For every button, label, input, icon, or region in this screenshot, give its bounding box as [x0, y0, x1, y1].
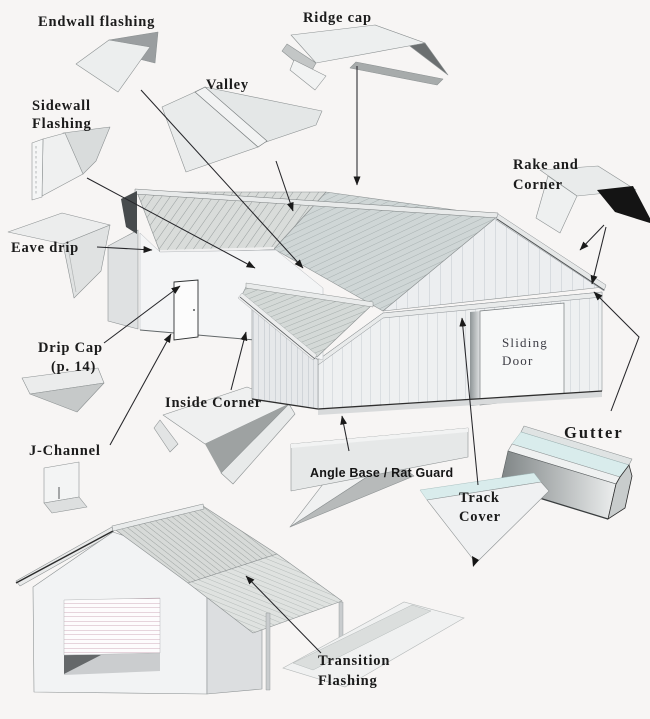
arrow-valley — [275, 160, 294, 212]
piece-endwall-flashing — [75, 31, 159, 93]
ridge-cap-flange-white — [289, 59, 327, 91]
transition-sheet — [282, 601, 465, 688]
piece-angle-base — [289, 427, 469, 528]
sidewall-left-leg — [31, 138, 44, 201]
label-sidewall-flashing-1: Sidewall — [32, 98, 91, 114]
arrow-transition-flashing — [245, 575, 322, 654]
label-rake-and-corner-2: Corner — [513, 177, 563, 193]
gable-rake-band — [495, 213, 607, 292]
label-endwall-flashing: Endwall flashing — [38, 14, 155, 30]
piece-rake-and-corner — [535, 165, 650, 234]
arrow-track-cover — [459, 317, 479, 486]
base-band-right — [318, 391, 602, 415]
gutter-end-cap — [607, 464, 633, 520]
eave-drip-fold-line — [67, 246, 77, 293]
label-gutter: Gutter — [564, 423, 624, 442]
arrow-eave-drip — [96, 246, 153, 254]
gable-rake-line — [496, 218, 605, 291]
garage-roll-up-door — [63, 597, 161, 656]
eave-drip-face — [62, 224, 111, 299]
piece-ridge-cap — [281, 24, 449, 91]
inside-corner-dark-fold — [205, 404, 289, 473]
base-trim-line-right — [317, 390, 603, 410]
walk-door-knob — [193, 309, 195, 311]
left-end-wall — [107, 229, 139, 330]
j-channel-flange — [43, 496, 88, 514]
label-transition-flashing-2: Flashing — [318, 673, 378, 689]
label-track-cover-2: Cover — [459, 509, 501, 525]
building-small — [15, 503, 344, 695]
arrow-rake-a — [579, 224, 605, 251]
arrow-angle-base — [340, 415, 350, 452]
rake-side-sheet — [535, 175, 578, 234]
arrow-inside-corner — [230, 331, 248, 391]
small-roof-porch — [187, 553, 343, 634]
arrow-endwall-flashing — [140, 89, 304, 269]
ridge-cap-light-sheet — [290, 24, 426, 64]
track-cover-tip — [472, 556, 479, 567]
wing-eave-band — [237, 292, 318, 361]
piece-gutter — [499, 425, 633, 520]
track-cover-body — [426, 481, 550, 564]
label-eave-drip: Eave drip — [11, 240, 79, 256]
label-sliding-door-2: Door — [502, 353, 534, 368]
wing-eave-line — [239, 296, 316, 360]
valley-center-band — [194, 86, 268, 148]
piece-track-cover — [419, 472, 550, 567]
arrow-rake-b — [590, 226, 607, 285]
wing-base-line — [251, 398, 319, 410]
ridge-cap-under-band — [349, 61, 444, 86]
building-main — [107, 188, 607, 415]
label-track-cover-1: Track — [459, 490, 500, 506]
label-drip-cap-2: (p. 14) — [51, 359, 96, 375]
arrow-sidewall-flashing — [86, 177, 256, 269]
porch-post-left — [265, 612, 271, 691]
label-transition-flashing-1: Transition — [318, 653, 390, 669]
inside-corner-near-wing — [220, 403, 296, 485]
arrow-gutter — [593, 291, 640, 412]
label-inside-corner: Inside Corner — [165, 395, 262, 411]
drip-cap-blade — [29, 382, 105, 413]
piece-eave-drip — [7, 212, 111, 299]
piece-transition-flashing — [282, 601, 465, 688]
arrow-j-channel — [109, 333, 172, 446]
rake-black-face — [597, 186, 650, 224]
piece-drip-cap — [21, 367, 105, 413]
piece-valley — [161, 86, 323, 173]
small-ridge-band — [111, 503, 205, 532]
small-rake-trim-line — [15, 530, 114, 584]
angle-base-top-edge — [291, 428, 468, 448]
transition-center-band — [292, 604, 432, 671]
piece-sidewall-flashing — [31, 126, 111, 201]
garage-open-shadow — [64, 655, 101, 674]
left-gable-dark-rake — [121, 191, 137, 234]
labels: Endwall flashing Ridge cap Valley Sidewa… — [11, 10, 624, 689]
j-channel-face — [43, 461, 80, 504]
label-sliding-door-1: Sliding — [502, 335, 548, 350]
leader-arrows — [86, 66, 640, 654]
walk-door — [173, 279, 199, 341]
label-valley: Valley — [206, 77, 249, 93]
label-rake-and-corner-1: Rake and — [513, 157, 579, 173]
label-j-channel: J-Channel — [29, 443, 101, 459]
label-ridge-cap: Ridge cap — [303, 10, 372, 26]
sliding-door-track-strip — [470, 311, 481, 406]
piece-j-channel — [43, 461, 88, 514]
piece-inside-corner — [153, 386, 296, 485]
label-drip-cap-1: Drip Cap — [38, 340, 103, 356]
label-angle-base-rat-guard: Angle Base / Rat Guard — [310, 466, 453, 480]
arrow-drip-cap — [103, 285, 181, 344]
wing-ridge-band — [245, 282, 374, 308]
endwall-sheet — [75, 39, 151, 93]
label-sidewall-flashing-2: Flashing — [32, 116, 92, 132]
inside-corner-end-flange — [153, 419, 179, 453]
